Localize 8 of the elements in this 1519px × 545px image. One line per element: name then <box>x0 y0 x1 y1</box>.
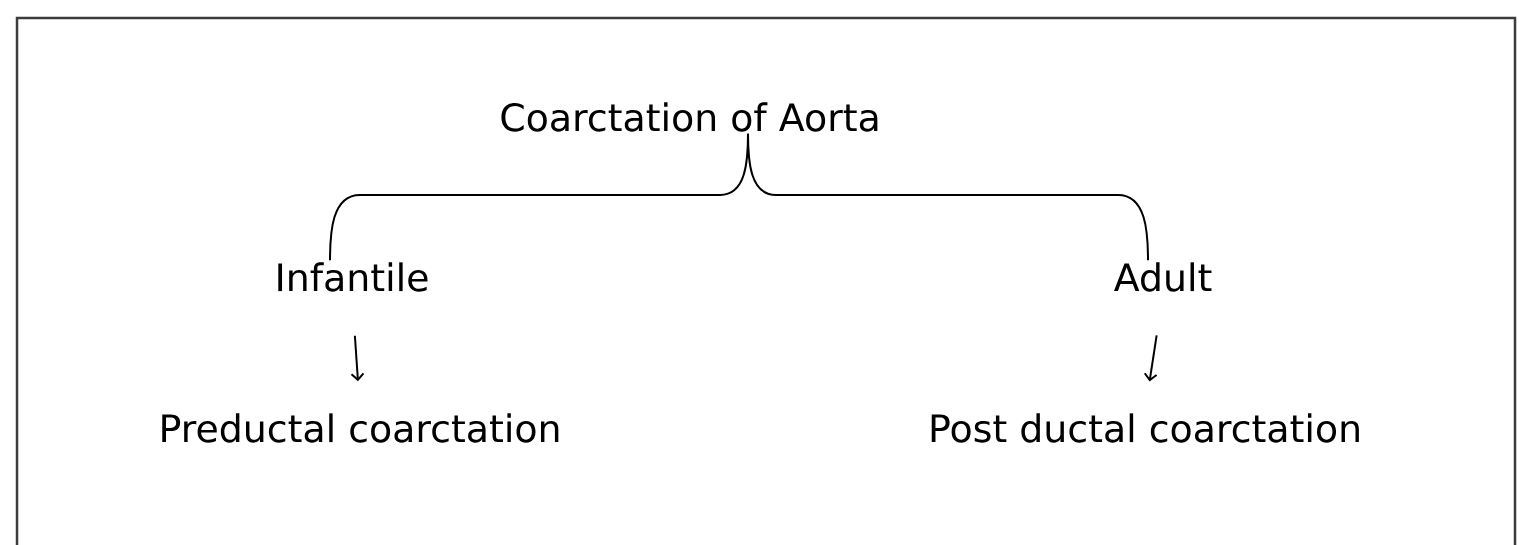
node-label: Infantile <box>278 262 428 292</box>
node-label: Adult <box>1114 262 1212 292</box>
arrow <box>350 334 365 382</box>
node-label: Preductal coarctation <box>162 413 559 443</box>
node-label: Post ductal coarctation <box>931 413 1359 443</box>
arrow <box>1143 334 1158 382</box>
node-label: Coarctation of Aorta <box>501 102 878 132</box>
brace <box>747 132 1149 262</box>
